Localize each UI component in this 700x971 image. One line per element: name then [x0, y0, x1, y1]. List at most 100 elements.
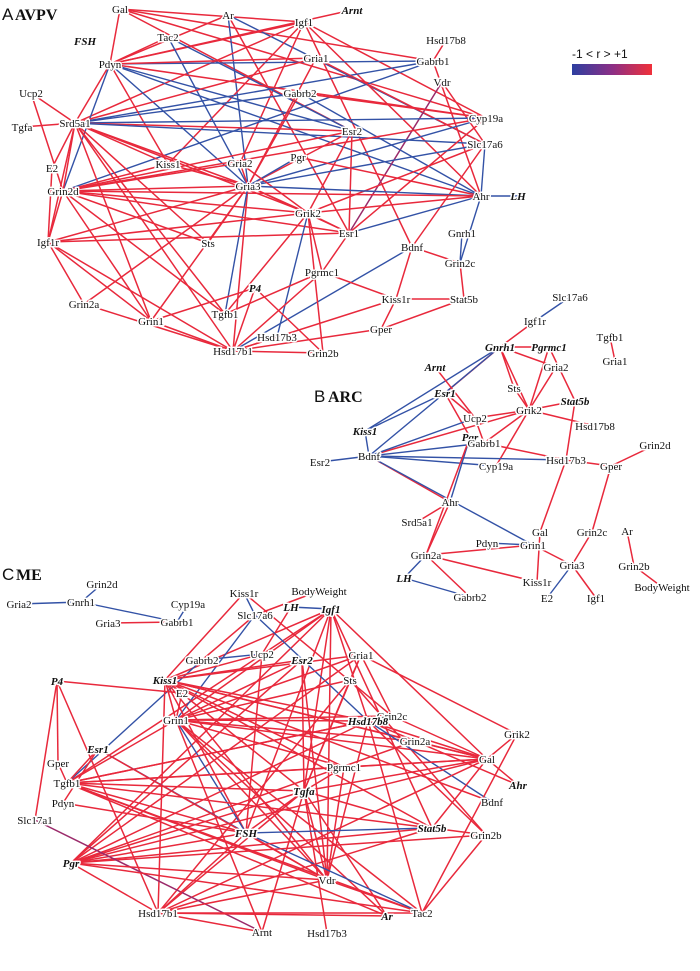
edge-gria2-gria3	[239, 162, 249, 187]
node-lh: LH	[395, 573, 412, 585]
node-gnrh1: Gnrh1	[448, 228, 476, 240]
edge-srd5a1-grin1	[74, 122, 152, 322]
edge-kiss1-hsd17b8	[164, 679, 369, 722]
edge-grik2-tac2	[421, 733, 518, 914]
edge-gnrh1-bdnf	[368, 346, 501, 457]
edge-igf1-vdr	[326, 608, 332, 881]
edge-grin1-fsh	[175, 719, 247, 834]
node-esr2: Esr2	[310, 457, 330, 469]
edge-grin2c-gria3	[571, 531, 593, 566]
edge-srd5a1-esr2	[74, 122, 353, 132]
edge-esr1-pgr	[444, 392, 471, 438]
node-ucp2: Ucp2	[463, 413, 487, 425]
edge-pgrmc1-hsd17b1	[232, 271, 323, 352]
edge-gnrh1-kiss1	[364, 346, 501, 432]
edge-pgr-ahr	[297, 156, 482, 197]
node-slc17a6: Slc17a6	[467, 139, 503, 151]
edge-grin2d-igf1r	[47, 190, 64, 243]
edge-grin2d-tgfb1	[62, 190, 226, 315]
edge-srd5a1-tgfb1	[74, 122, 226, 315]
edge-gabrb1-pdyn	[109, 60, 434, 65]
edge-cyp19a-grin2d	[62, 117, 487, 192]
node-bdnf: Bdnf	[401, 242, 423, 254]
edge-igf1-grin1	[175, 608, 332, 721]
node-arnt: Arnt	[424, 362, 447, 374]
edge-esr1-pgrmc1	[321, 232, 350, 273]
edge-esr2-pgr	[70, 659, 303, 864]
edge-p4-gper	[56, 680, 59, 764]
edge-igf1r-grin2a	[47, 241, 85, 305]
node-slc17a6: Slc17a6	[237, 610, 273, 622]
edge-vdr-hsd17b1	[157, 879, 328, 914]
edge-pdyn-srd5a1	[74, 63, 111, 124]
edge-stat5b-gper	[380, 298, 465, 330]
edge-ar-grin2b	[626, 530, 635, 567]
node-gper: Gper	[370, 324, 392, 336]
edge-igf1-ahr	[303, 21, 482, 197]
node-esr2: Esr2	[290, 655, 313, 667]
edge-kiss1-pgrmc1	[164, 679, 345, 768]
edge-pdyn-fsh	[62, 802, 247, 834]
node-pdyn: Pdyn	[52, 798, 75, 810]
node-ucp2: Ucp2	[19, 88, 43, 100]
edge-grik2-gabrb1	[483, 409, 530, 444]
edge-gria3-grin1	[150, 185, 249, 322]
edge-bdnf-kiss1r	[395, 246, 413, 300]
edge-slc17a6-grin1	[175, 614, 256, 721]
node-vdr: Vdr	[433, 77, 450, 89]
edge-grik2-gal	[486, 733, 518, 760]
node-arnt: Arnt	[252, 927, 272, 939]
node-grin2c: Grin2c	[445, 258, 476, 270]
edge-hsd17b8-tgfb1	[66, 720, 369, 784]
node-bodyweight: BodyWeight	[291, 586, 346, 598]
node-hsd17b3: Hsd17b3	[257, 332, 297, 344]
edge-pgr-vdr	[70, 862, 328, 881]
node-pgr: Pgr	[290, 152, 306, 164]
edge-hsd17b3-hsd17b1	[232, 336, 278, 352]
node-cyp19a: Cyp19a	[171, 599, 205, 611]
edge-pdyn-gria1	[109, 57, 317, 65]
edge-gper-hsd17b1	[232, 328, 382, 352]
node-gnrh1: Gnrh1	[485, 342, 515, 354]
edge-tgfb1-fsh	[66, 782, 247, 834]
edge-hsd17b8-vdr	[326, 720, 369, 881]
edge-grin2a-pgr	[70, 740, 416, 864]
node-grin2a: Grin2a	[400, 736, 431, 748]
edge-grin1-tac2	[175, 719, 423, 914]
node-vdr: Vdr	[318, 875, 335, 887]
edge-grik2-hsd17b8	[528, 409, 596, 427]
edge-grin1-vdr	[175, 719, 328, 881]
node-grin2b: Grin2b	[618, 561, 650, 573]
edge-esr2-grin2d	[62, 130, 353, 192]
edge-tgfb1-gria1	[609, 336, 616, 362]
edge-tgfa-srd5a1	[21, 122, 76, 128]
edge-pgrmc1-kiss1r	[321, 271, 397, 300]
node-kiss1: Kiss1	[352, 426, 377, 438]
node-sts: Sts	[201, 238, 214, 250]
edge-tgfa-pgr	[70, 790, 305, 864]
node-gabrb2: Gabrb2	[454, 592, 487, 604]
panel-a-edges	[21, 8, 518, 354]
edge-ucp2-gabrb1	[474, 417, 485, 444]
node-gper: Gper	[47, 758, 69, 770]
edge-grik2-pgrmc1	[307, 212, 323, 273]
edge-arnt-ucp2	[434, 366, 476, 419]
edge-gabrb2-ahr	[299, 92, 482, 197]
edge-bdnf-hsd17b1	[232, 246, 413, 352]
edge-bodyweight-slc17a6	[254, 590, 320, 616]
edge-kiss1r-gal	[536, 531, 541, 583]
node-kiss1r: Kiss1r	[230, 588, 259, 600]
edge-pgr-hsd17b1	[70, 862, 159, 914]
edge-gabrb2-gria3	[247, 92, 301, 187]
edge-slc17a6-gria3	[247, 143, 486, 187]
edge-cyp19a-esr1	[348, 117, 487, 234]
edge-gria3-grin2a	[83, 185, 249, 305]
node-grin2d: Grin2d	[47, 186, 79, 198]
edge-p4-grin2b	[254, 287, 324, 354]
edge-grin2a-gabrb2	[425, 554, 471, 598]
edge-lh-ucp2	[261, 606, 292, 655]
edge-gria3-igf1r	[47, 185, 249, 243]
edge-tgfb1-stat5b	[66, 782, 433, 829]
